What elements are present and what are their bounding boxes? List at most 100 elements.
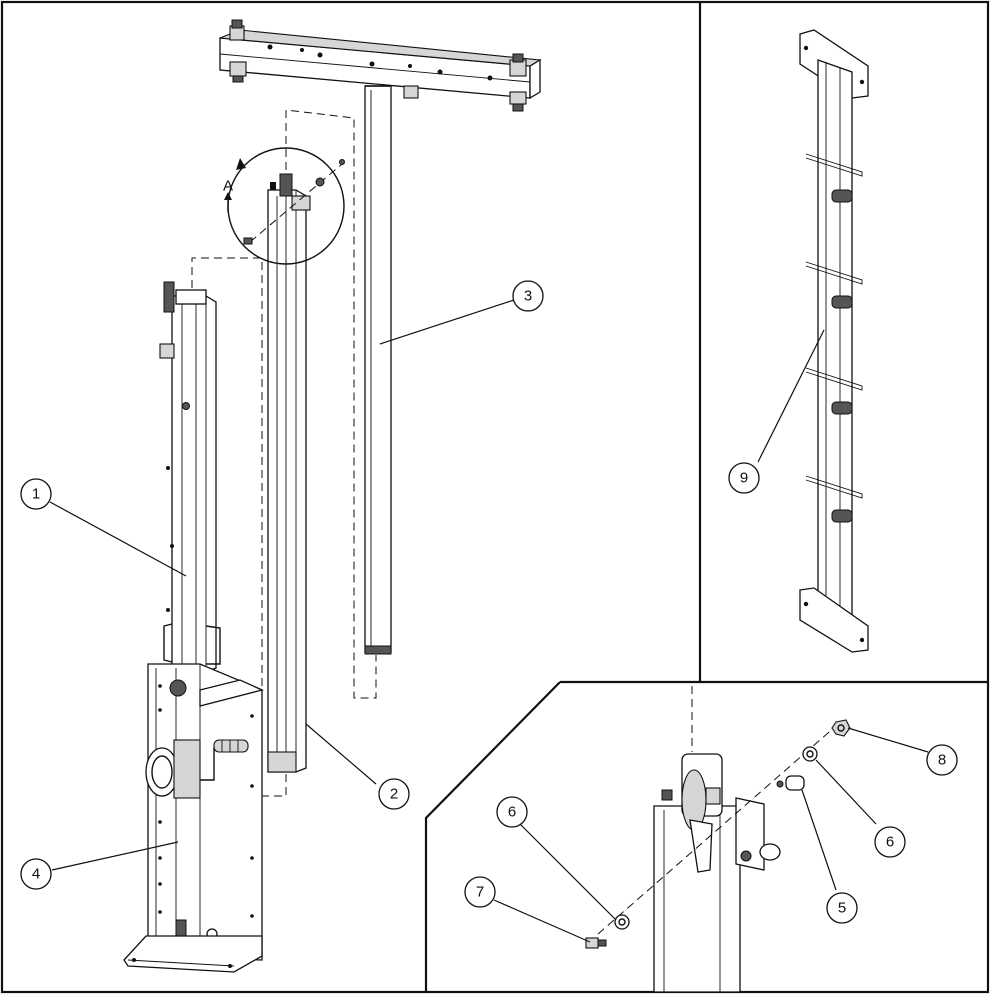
part-6-washer-right [802, 746, 818, 762]
callout-8: 8 [926, 744, 958, 776]
detail-a-nut [315, 177, 325, 187]
inner-mast-pulley-bracket [279, 173, 293, 197]
crossbar-edge [219, 53, 531, 83]
callout-6a: 6 [496, 796, 528, 828]
detail-pulley-nut [705, 787, 721, 805]
crossbar-bolts [267, 44, 493, 81]
outer-mast-handle-right [205, 625, 221, 665]
nut-hex [831, 719, 851, 737]
bracket-bottom-hole-1 [803, 601, 809, 607]
leader-2 [305, 723, 377, 785]
detail-a-axis [249, 163, 343, 243]
nut-hole [837, 724, 845, 732]
base-footplate-edge [127, 959, 235, 967]
washer-right-outer [802, 746, 818, 762]
dash-outer-to-inner [191, 257, 287, 797]
callout-9: 9 [728, 462, 760, 494]
detail-a-bolt [243, 237, 253, 245]
callout-7: 7 [464, 876, 496, 908]
bracket-ribs [805, 153, 863, 499]
callout-5: 5 [826, 892, 858, 924]
leader-7 [493, 899, 591, 943]
leader-9 [757, 329, 825, 463]
part-4-base-housing [123, 663, 264, 973]
bracket-channel [817, 59, 853, 638]
outer-mast-body [171, 295, 217, 673]
part-3-tbar-mount [219, 19, 542, 655]
inner-mast-body [267, 189, 307, 773]
outer-mast-handle-left [163, 623, 173, 663]
crossbar-center-nut [403, 85, 419, 99]
clamp-pin [776, 780, 784, 788]
outer-mast-holes [166, 466, 174, 612]
callout-7-label: 7 [476, 884, 484, 901]
footplate-hole-1 [132, 958, 136, 962]
detail-clamp [759, 843, 781, 861]
clamp-body [785, 775, 805, 791]
tbar-post-cap [364, 645, 392, 655]
winch-housing [173, 739, 201, 799]
callout-2-label: 2 [390, 786, 398, 803]
outer-mast-top-plate [175, 289, 207, 305]
detail-top-stud [661, 789, 673, 801]
outer-mast-pin [182, 402, 190, 410]
callout-3-label: 3 [524, 288, 532, 305]
bracket-bottom-flange [799, 587, 869, 653]
bracket-bottom-hole-2 [859, 637, 865, 643]
callout-6b: 6 [874, 826, 906, 858]
base-footplate [123, 935, 263, 973]
part-1-outer-mast [159, 281, 221, 673]
callout-6a-label: 6 [508, 804, 516, 821]
detail-a-washer [339, 159, 345, 165]
washer-left-outer [614, 914, 630, 930]
leader-3 [379, 299, 515, 345]
crossbar-left-nuts [229, 19, 247, 83]
callout-1: 1 [20, 478, 52, 510]
callout-2: 2 [378, 778, 410, 810]
detail-a-arrowhead-up [224, 192, 232, 200]
winch-drum [145, 747, 179, 797]
callout-5-label: 5 [838, 900, 846, 917]
winch-drum-inner [151, 755, 173, 789]
washer-left-inner [618, 918, 626, 926]
leader-8 [847, 727, 929, 753]
dash-inner-to-tbar [285, 109, 377, 699]
detail-a-callout: A [223, 147, 345, 265]
crossbar-end [529, 58, 541, 100]
bolt-head [585, 937, 599, 949]
bolt-shank [597, 939, 607, 947]
bracket-top-hole-1 [803, 45, 809, 51]
part-7-bolt [585, 937, 607, 949]
leader-6b [815, 759, 877, 825]
callout-3: 3 [512, 280, 544, 312]
detail-pulley-arm [689, 819, 713, 873]
detail-panel-border [424, 681, 561, 992]
winch-crank-handle [213, 739, 249, 753]
assembly-dash-lines [191, 109, 377, 797]
outer-mast-lock [159, 343, 175, 359]
base-holes [158, 684, 254, 918]
callout-leaders [49, 299, 929, 943]
inner-mast-bolt [270, 182, 276, 190]
part-2-inner-mast [267, 173, 311, 773]
detail-assembly-axis [597, 725, 837, 935]
bracket-studs [831, 189, 853, 523]
callout-4: 4 [20, 858, 52, 890]
detail-view-a [585, 686, 851, 993]
callout-1-label: 1 [32, 486, 40, 503]
crossbar-right-nuts [509, 53, 527, 112]
part-5-clamp [776, 775, 805, 791]
footplate-hole-2 [228, 964, 232, 968]
washer-right-inner [806, 750, 814, 758]
detail-a-letter: A [223, 178, 233, 195]
leader-5 [801, 789, 837, 891]
inner-mast-foot [267, 751, 297, 773]
leader-1 [49, 501, 187, 577]
part-6-washer-left [614, 914, 630, 930]
leader-4 [51, 841, 179, 871]
winch-handle-grip [221, 740, 239, 752]
